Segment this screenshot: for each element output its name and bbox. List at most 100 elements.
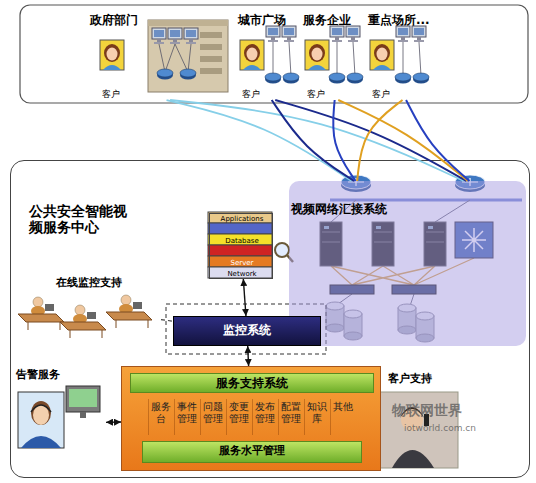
client-router <box>413 73 429 84</box>
alarm-operator <box>69 389 97 407</box>
process-item: 变更管理 <box>226 399 250 435</box>
magnifier-icon <box>275 243 289 257</box>
node-text: Server <box>210 259 274 267</box>
monitor-system-box: 监控系统 <box>173 316 321 346</box>
client-router <box>395 73 411 84</box>
client-site: 政府部门客户 <box>88 12 233 100</box>
system-stack-layer <box>208 223 272 234</box>
process-item: 知识库 <box>304 399 328 435</box>
government-building <box>148 20 228 26</box>
government-building <box>148 20 228 92</box>
client-computer <box>396 26 410 42</box>
client-person-icon <box>305 40 329 70</box>
node-text: 公共安全智能视频服务中心 <box>29 203 135 235</box>
node-text: 服务水平管理 <box>143 445 361 458</box>
client-computer <box>282 26 296 42</box>
government-building <box>200 68 222 74</box>
process-item: 问题管理 <box>200 399 224 435</box>
operator-desk <box>60 305 106 338</box>
system-stack: ApplicationsDatabaseServerNetwork <box>209 213 273 279</box>
client-person-icon <box>240 40 264 70</box>
government-building <box>200 44 222 50</box>
government-building <box>200 56 222 62</box>
alarm-operator <box>21 436 61 448</box>
client-computer <box>346 26 360 42</box>
node-text: 客户 <box>307 89 325 99</box>
node-text: 视频网络汇接系统 <box>291 203 387 217</box>
client-site: 服务企业客户 <box>303 12 365 100</box>
client-router <box>283 73 299 84</box>
client-person-icon <box>370 40 394 70</box>
client-computer <box>168 28 182 44</box>
client-computer <box>330 26 344 42</box>
client-router <box>265 73 281 84</box>
client-computer <box>266 26 280 42</box>
connector-line <box>333 100 355 181</box>
alarm-operator <box>18 386 100 448</box>
node-text: 知识库 <box>305 401 329 424</box>
operator-group: 在线监控支持 <box>16 277 161 343</box>
connector-line <box>247 346 249 366</box>
operator-desk <box>18 295 152 338</box>
connector-line <box>275 100 466 181</box>
connector-line <box>106 421 121 423</box>
service-level-bar: 服务水平管理 <box>142 441 362 463</box>
node-text: 政府部门 <box>90 14 138 28</box>
connector-line <box>161 320 173 322</box>
watermark-text: iotworld.com.cn <box>404 423 476 433</box>
node-text: 在线监控支持 <box>16 277 161 290</box>
alarm-operator <box>31 405 51 412</box>
connector-line <box>406 100 469 181</box>
alarm-operator <box>66 386 100 412</box>
node-text: 服务台 <box>149 401 173 424</box>
alarm-service: 告警服务 <box>16 369 106 457</box>
node-text: 事件管理 <box>175 401 199 424</box>
connector-line <box>167 100 352 181</box>
watermark-text: 物联网世界 <box>392 402 462 418</box>
node-text: 服务企业 <box>303 14 351 28</box>
client-computer <box>152 28 166 44</box>
client-wire <box>159 44 191 72</box>
connector-line <box>170 100 464 181</box>
node-text: 客户 <box>102 89 120 99</box>
client-person-icon <box>100 40 124 70</box>
client-site: 城市广场客户 <box>238 12 300 100</box>
alarm-operator <box>18 392 64 448</box>
node-text: 告警服务 <box>16 369 60 382</box>
client-computer <box>412 26 426 42</box>
process-item: 服务台 <box>148 399 172 435</box>
connector-group <box>106 100 469 422</box>
node-text: Applications <box>210 215 274 223</box>
node-text: 监控系统 <box>174 324 320 338</box>
client-router <box>157 69 173 80</box>
process-item: 其他 <box>330 399 354 435</box>
client-area-frame <box>20 5 528 103</box>
connector-line <box>338 100 468 181</box>
client-router <box>157 69 429 84</box>
node-text: 重点场所... <box>368 14 430 28</box>
client-router <box>329 73 345 84</box>
node-text: 发布管理 <box>253 401 277 424</box>
connector-line <box>243 279 246 316</box>
system-stack-layer <box>208 245 272 256</box>
client-computer <box>184 28 198 44</box>
alarm-operator <box>31 401 51 425</box>
connector-line <box>272 100 354 181</box>
client-site: 重点场所... 客户 <box>368 12 440 100</box>
client-router <box>180 69 196 80</box>
process-item: 事件管理 <box>174 399 198 435</box>
node-text: 变更管理 <box>227 401 251 424</box>
client-area-frame <box>20 5 528 103</box>
node-text: 客户 <box>372 89 390 99</box>
alarm-operator <box>80 412 86 418</box>
government-building <box>200 32 222 38</box>
client-router <box>347 73 363 84</box>
operator-desk <box>106 295 152 328</box>
node-text: 城市广场 <box>238 14 286 28</box>
node-text: 配置管理 <box>279 401 303 424</box>
support-photo <box>392 450 434 468</box>
operator-desk <box>18 297 64 330</box>
client-person-icon <box>100 40 394 70</box>
node-text: 服务支持系统 <box>130 373 374 393</box>
